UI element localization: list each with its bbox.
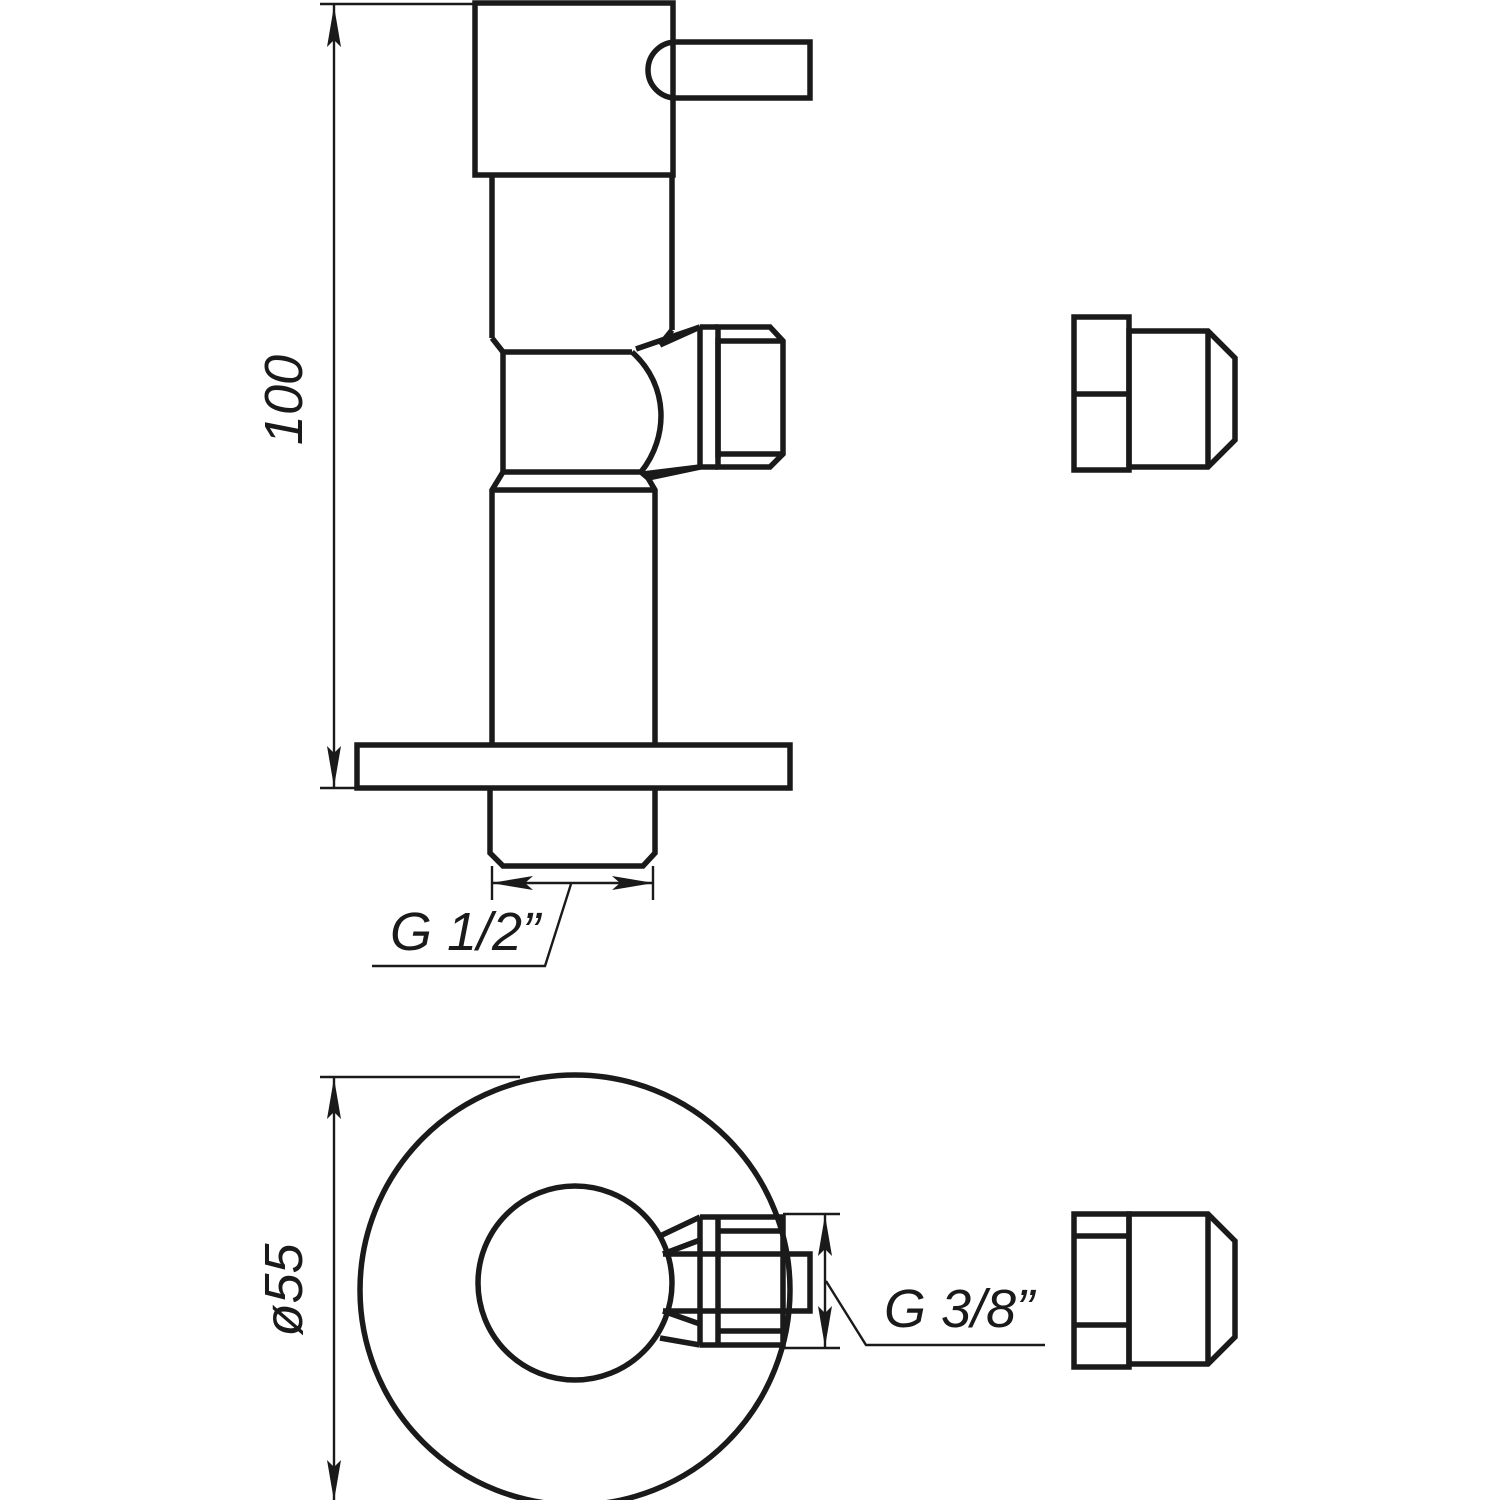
flange-outer-circle <box>357 1072 793 1500</box>
upper-neck <box>489 175 675 338</box>
outlet-taper-seam-bottom <box>642 464 701 477</box>
lower-neck-right <box>639 469 658 745</box>
inlet-stub <box>487 788 658 869</box>
outlet-boss-curve <box>630 349 664 474</box>
bottom-view-arrowheads <box>327 1078 832 1500</box>
plan-outlet-hex-nut <box>700 1214 786 1348</box>
dim-label-100: 100 <box>254 355 314 445</box>
bottom-view-dimensions <box>320 1075 1045 1500</box>
front-view <box>354 0 813 869</box>
arrow-g12-left <box>491 876 533 890</box>
bottom-view <box>357 1072 813 1500</box>
detail-bottom-body <box>1126 1211 1238 1367</box>
arrow-100-top <box>327 6 341 47</box>
arrow-d55-top <box>327 1078 341 1119</box>
detail-bottom <box>1071 1211 1238 1370</box>
dim-label-outlet-thread: G 3/8” <box>884 1279 1036 1339</box>
arrow-g38-top <box>818 1215 832 1256</box>
dim-label-inlet-thread: G 1/2” <box>390 902 542 962</box>
plan-outlet-shoulder-bottom <box>659 1335 701 1348</box>
outlet-hex-nut <box>715 324 786 470</box>
plan-outlet-shoulder-top <box>658 1214 702 1239</box>
front-view-arrowheads <box>327 6 654 890</box>
dim-label-flange-diameter: ø55 <box>254 1243 314 1337</box>
handle-block <box>472 0 676 178</box>
outlet-taper-seam-top <box>635 324 701 352</box>
detail-top-body <box>1126 328 1238 470</box>
dim-g38-leader <box>824 1280 1045 1347</box>
arrow-g38-bottom <box>818 1306 832 1347</box>
upper-neck-shoulder-left <box>489 336 506 354</box>
lower-neck-left <box>489 470 506 745</box>
detail-top <box>1071 314 1238 473</box>
arrow-100-bottom <box>327 746 341 787</box>
front-view-dimensions <box>320 2 655 968</box>
wall-flange <box>354 742 793 791</box>
arrow-g12-right <box>612 876 654 890</box>
dim-g12-leader <box>372 883 573 968</box>
arrow-d55-bottom <box>327 1460 341 1500</box>
body-inner-circle <box>475 1183 675 1383</box>
plan-lever-tube <box>663 1251 813 1314</box>
